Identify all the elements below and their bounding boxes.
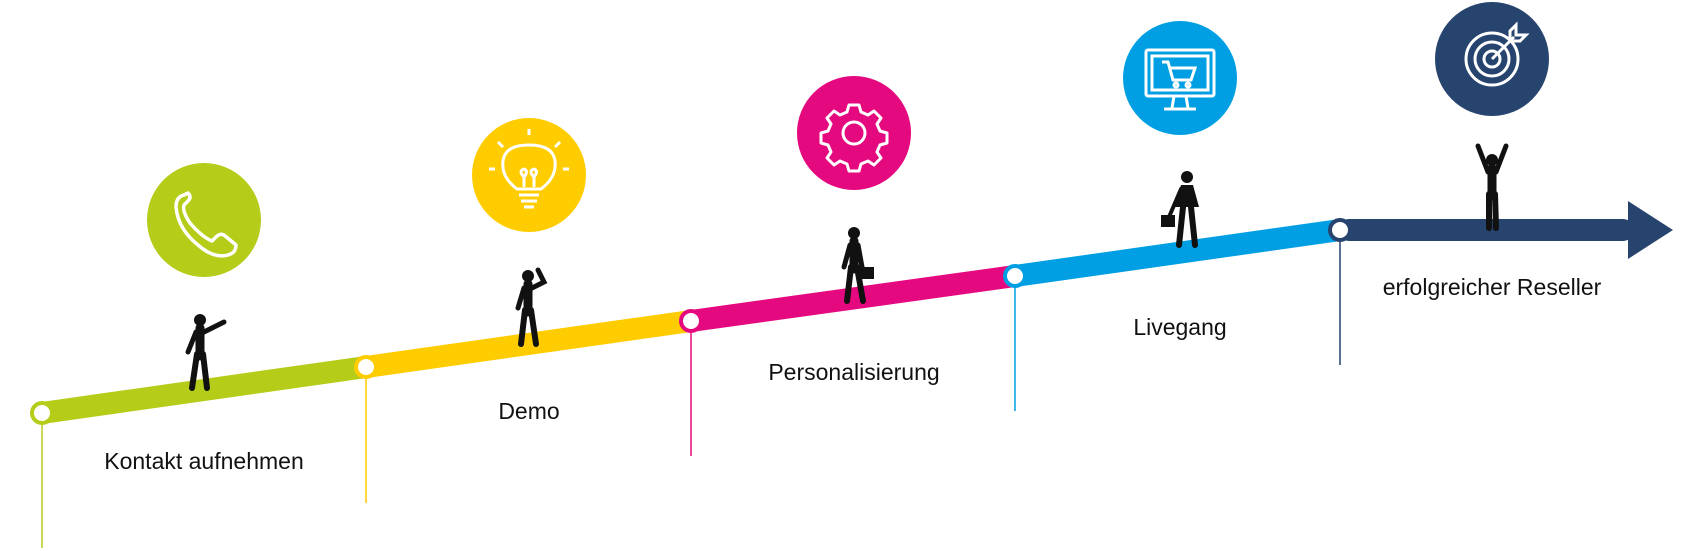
milestone-dot-2	[354, 355, 378, 379]
gear-icon	[797, 76, 911, 190]
phone-icon	[147, 163, 261, 277]
path-segment-4	[1004, 219, 1351, 287]
target-icon	[1435, 2, 1549, 116]
milestone-dot-3	[679, 309, 703, 333]
stage-label-4: Livegang	[1133, 314, 1227, 340]
path-segment-2	[355, 310, 702, 378]
person-walking-icon	[1161, 171, 1199, 248]
arrow-segment	[1338, 201, 1673, 259]
path-segment-3	[680, 265, 1026, 332]
person-briefcase-icon	[841, 227, 874, 304]
stage-label-5: erfolgreicher Reseller	[1382, 274, 1602, 300]
path-segment-1	[31, 356, 377, 424]
stage-label-3: Personalisierung	[768, 359, 940, 385]
milestone-dot-1	[30, 401, 54, 425]
stage-label-1: Kontakt aufnehmen	[104, 448, 304, 474]
person-thinking-icon	[515, 267, 548, 347]
milestone-dot-5	[1328, 218, 1352, 242]
shop-monitor-icon	[1123, 21, 1237, 135]
person-celebrating-icon	[1475, 143, 1509, 231]
stage-label-2: Demo	[498, 398, 560, 424]
lightbulb-icon	[472, 118, 586, 232]
milestone-dot-4	[1003, 264, 1027, 288]
person-pointing-icon	[185, 314, 227, 391]
